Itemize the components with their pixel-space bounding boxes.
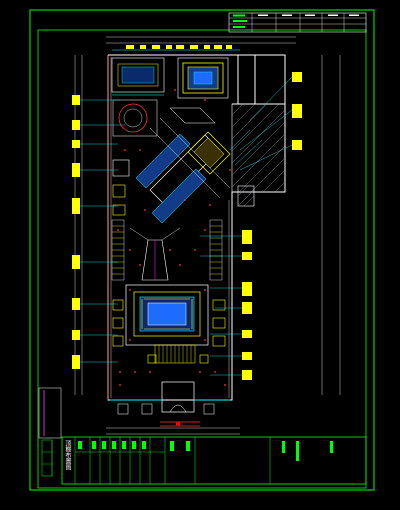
room-top-left <box>111 57 165 96</box>
diagonal-hall <box>135 107 231 224</box>
legend-stack <box>38 387 62 477</box>
revision-table <box>228 12 367 33</box>
left-annotations <box>72 95 125 369</box>
dimension-lines <box>74 36 341 435</box>
compass-icon <box>175 421 181 427</box>
round-ceiling <box>112 99 158 137</box>
hatch-leaders <box>229 129 263 166</box>
drawing-title: 顶棚布置图 <box>64 440 71 470</box>
room-top-center <box>177 57 229 99</box>
downlight-icons <box>117 89 231 386</box>
side-fixtures <box>112 159 226 364</box>
entrance <box>110 381 230 427</box>
main-hall <box>125 284 209 364</box>
inner-frame <box>37 29 367 489</box>
right-annotations <box>200 72 302 380</box>
outer-frame <box>29 9 375 491</box>
top-annotation-row <box>112 45 240 51</box>
hatched-area <box>231 103 286 207</box>
title-block <box>61 436 367 485</box>
center-strip <box>129 227 181 281</box>
